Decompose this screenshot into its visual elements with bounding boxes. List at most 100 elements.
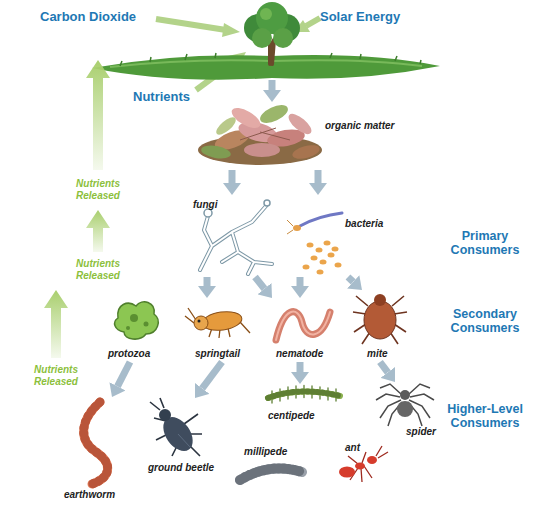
organic-matter-pile bbox=[200, 143, 232, 160]
organism-label: bacteria bbox=[345, 218, 383, 230]
organism-node: fungi bbox=[190, 195, 280, 277]
organism-node: nematode bbox=[268, 298, 338, 362]
mite-drawing bbox=[353, 294, 407, 344]
grass-band bbox=[110, 60, 422, 67]
centipede-drawing bbox=[268, 386, 340, 404]
bacteria-cells bbox=[316, 248, 323, 253]
organism-node: protozoa bbox=[105, 298, 167, 362]
bacteria-cells bbox=[324, 241, 331, 246]
organism-label: ant bbox=[345, 442, 360, 454]
food-arrow bbox=[204, 277, 211, 286]
organism-label: nematode bbox=[276, 348, 323, 360]
tree bbox=[244, 2, 300, 64]
organism-node: spider bbox=[372, 382, 438, 438]
level-label: Higher-Level Consumers bbox=[436, 402, 534, 430]
organism-node: centipede bbox=[262, 384, 347, 428]
fungi-hyphae bbox=[264, 200, 270, 206]
food-arrow bbox=[255, 277, 264, 289]
ant-drawing bbox=[339, 467, 355, 478]
flow-arrow bbox=[263, 80, 281, 102]
earthworm-drawing bbox=[84, 402, 108, 484]
bacteria-cells bbox=[287, 220, 293, 234]
organic-matter-pile bbox=[244, 143, 280, 157]
ant-drawing bbox=[367, 456, 377, 464]
earthworm-drawing bbox=[84, 402, 108, 484]
tree bbox=[252, 28, 272, 48]
input-label: Solar Energy bbox=[320, 9, 430, 24]
springtail-drawing bbox=[185, 308, 250, 338]
protozoa-drawing bbox=[115, 302, 159, 339]
level-label: Primary Consumers bbox=[440, 229, 530, 257]
centipede-drawing bbox=[268, 391, 340, 398]
nematode-drawing bbox=[276, 312, 330, 340]
organism-label: ground beetle bbox=[148, 462, 214, 474]
spider-drawing bbox=[376, 384, 434, 426]
organism-label: mite bbox=[367, 348, 388, 360]
organism-node: springtail bbox=[185, 298, 258, 362]
nematode-drawing bbox=[276, 312, 330, 340]
protozoa-drawing bbox=[126, 326, 130, 330]
organism-node: organic matter bbox=[200, 100, 410, 170]
ground-beetle-drawing bbox=[159, 409, 171, 421]
nematode-drawing bbox=[276, 312, 330, 340]
organism-node: millipede bbox=[232, 445, 307, 492]
organism-node: ground beetle bbox=[140, 398, 212, 478]
earthworm-drawing bbox=[84, 402, 108, 484]
protozoa-drawing bbox=[144, 322, 149, 327]
protozoa-drawing bbox=[130, 314, 138, 322]
organic-matter-pile bbox=[240, 128, 290, 140]
springtail-drawing bbox=[198, 320, 201, 323]
fungi-hyphae bbox=[200, 206, 272, 274]
organism-node: earthworm bbox=[60, 397, 130, 505]
spider-drawing bbox=[376, 384, 434, 426]
ground-beetle-drawing bbox=[150, 398, 202, 456]
organic-matter-pile bbox=[257, 101, 290, 126]
input-arrow bbox=[156, 19, 226, 30]
food-arrow bbox=[297, 362, 304, 372]
millipede-drawing bbox=[240, 468, 302, 480]
nutrient-arrow bbox=[86, 60, 110, 170]
fungi-hyphae bbox=[204, 209, 212, 217]
nutrient-arrow bbox=[44, 60, 110, 358]
nutrient-label: Nutrients Released bbox=[68, 178, 128, 202]
organic-matter-pile bbox=[214, 114, 239, 137]
organism-label: fungi bbox=[193, 199, 217, 211]
organism-node: bacteria bbox=[283, 195, 388, 277]
organism-label: centipede bbox=[268, 410, 315, 422]
food-arrow bbox=[315, 170, 322, 183]
organism-label: protozoa bbox=[108, 348, 150, 360]
spider-drawing bbox=[400, 390, 410, 400]
food-arrow bbox=[348, 277, 353, 282]
organism-node: mite bbox=[350, 290, 412, 362]
level-label: Secondary Consumers bbox=[440, 307, 530, 335]
organism-label: spider bbox=[406, 426, 436, 438]
organism-label: springtail bbox=[195, 348, 240, 360]
fungi-hyphae bbox=[200, 200, 272, 274]
grass-band bbox=[92, 55, 440, 80]
organism-label: millipede bbox=[244, 446, 287, 458]
bacteria-cells bbox=[307, 243, 314, 248]
bacteria-cells bbox=[317, 270, 324, 275]
organism-label: earthworm bbox=[64, 489, 115, 501]
bacteria-cells bbox=[328, 253, 335, 258]
food-arrow bbox=[117, 362, 130, 386]
bacteria-cells bbox=[293, 225, 301, 231]
input-arrow bbox=[222, 23, 240, 37]
input-label: Carbon Dioxide bbox=[40, 9, 170, 24]
food-arrow bbox=[229, 170, 236, 183]
bacteria-cells bbox=[311, 256, 318, 261]
flow-arrow bbox=[269, 80, 276, 90]
bacteria-cells bbox=[335, 263, 342, 268]
fungi-hyphae bbox=[200, 206, 272, 274]
bacteria-cells bbox=[303, 265, 310, 270]
millipede-drawing bbox=[240, 468, 302, 480]
tree bbox=[273, 28, 293, 48]
input-label: Nutrients bbox=[133, 89, 213, 104]
food-arrow bbox=[202, 362, 222, 388]
nutrient-label: Nutrients Released bbox=[68, 258, 128, 282]
input-arrow bbox=[306, 18, 320, 26]
ant-drawing bbox=[355, 463, 365, 470]
ground-beetle-drawing bbox=[150, 398, 202, 456]
organic-matter-pile bbox=[285, 110, 314, 137]
bacteria-cells bbox=[332, 247, 339, 252]
